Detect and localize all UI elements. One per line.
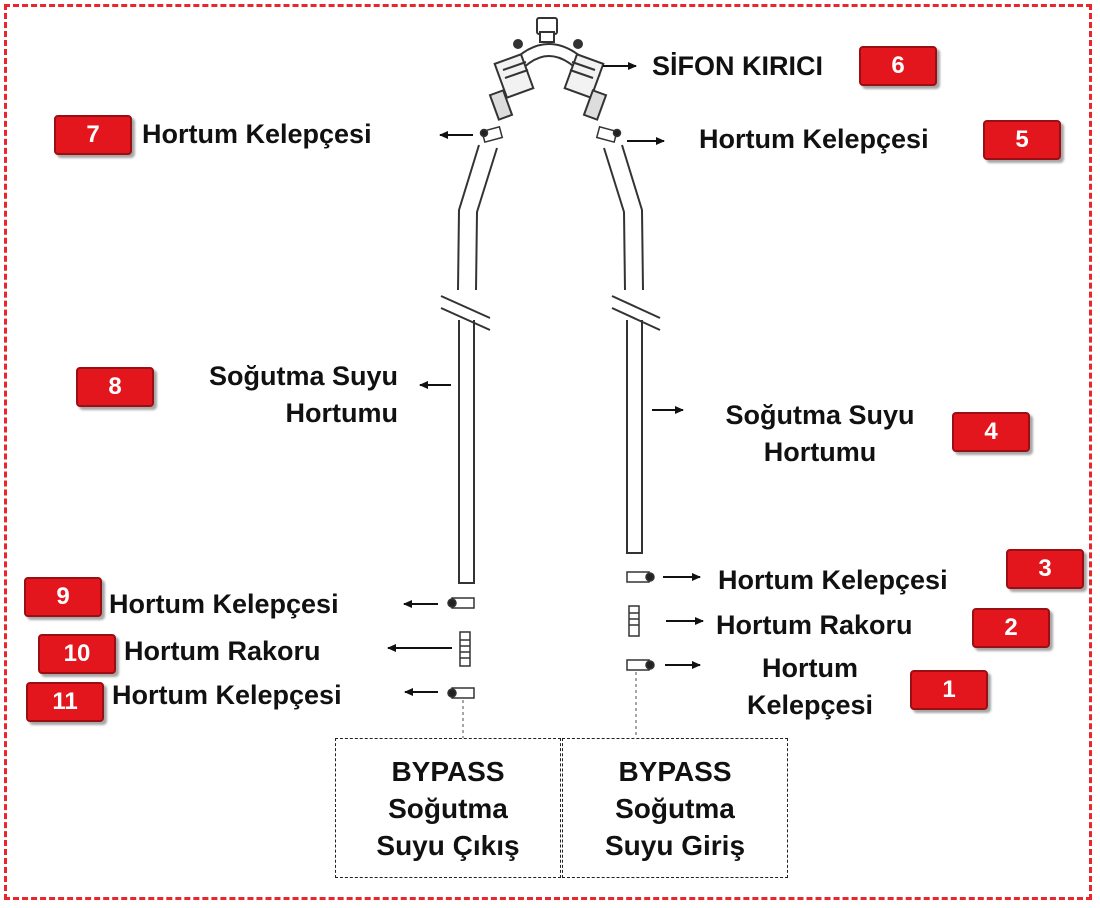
badge-1: 1 (910, 670, 988, 710)
hose-label-8-line2: Hortumu (285, 398, 398, 428)
clamp-label-7: Hortum Kelepçesi (142, 119, 372, 149)
siphon-breaker-part (488, 17, 608, 121)
pointer-arrows (387, 62, 704, 696)
fitting-label-2: Hortum Rakoru (716, 610, 913, 640)
top-clamps (479, 125, 622, 144)
badge-4: 4 (952, 412, 1030, 452)
outlet-box-text: BYPASS Soğutma Suyu Çıkış (376, 755, 520, 861)
badge-10: 10 (38, 634, 116, 674)
fitting-label-10: Hortum Rakoru (124, 636, 321, 666)
hose-label-8-line1: Soğutma Suyu (208, 361, 398, 391)
clamp-label-1: Hortum Kelepçesi (720, 650, 900, 724)
right-hose (603, 144, 661, 554)
outlet-box: BYPASS Soğutma Suyu Çıkış (335, 738, 561, 878)
inlet-box: BYPASS Soğutma Suyu Giriş (562, 738, 788, 878)
badge-8: 8 (76, 367, 154, 407)
badge-9: 9 (24, 577, 102, 617)
inlet-box-text: BYPASS Soğutma Suyu Giriş (604, 755, 746, 861)
badge-7: 7 (54, 115, 132, 155)
clamp-label-9: Hortum Kelepçesi (109, 589, 339, 619)
badge-6: 6 (859, 46, 937, 86)
clamp-label-1-line1: Hortum (762, 653, 858, 683)
clamp-label-1-line2: Kelepçesi (746, 690, 874, 720)
clamp-label-5: Hortum Kelepçesi (699, 124, 929, 154)
dashed-frame (4, 4, 1092, 900)
hose-label-4: Soğutma Suyu Hortumu (700, 397, 940, 471)
badge-5: 5 (983, 120, 1061, 160)
badge-2: 2 (972, 608, 1050, 648)
siphon-breaker-label: SİFON KIRICI (652, 51, 824, 81)
badge-11: 11 (26, 682, 104, 722)
left-hose (440, 144, 498, 584)
badge-3: 3 (1006, 549, 1084, 589)
hose-label-4-line1: Soğutma Suyu (725, 400, 915, 430)
hose-label-4-line2: Hortumu (763, 437, 877, 467)
hose-label-8: Soğutma Suyu Hortumu (170, 358, 398, 432)
clamp-label-3: Hortum Kelepçesi (718, 565, 948, 595)
clamp-label-11: Hortum Kelepçesi (112, 680, 342, 710)
left-small-parts (447, 597, 475, 738)
right-small-parts (626, 571, 655, 738)
